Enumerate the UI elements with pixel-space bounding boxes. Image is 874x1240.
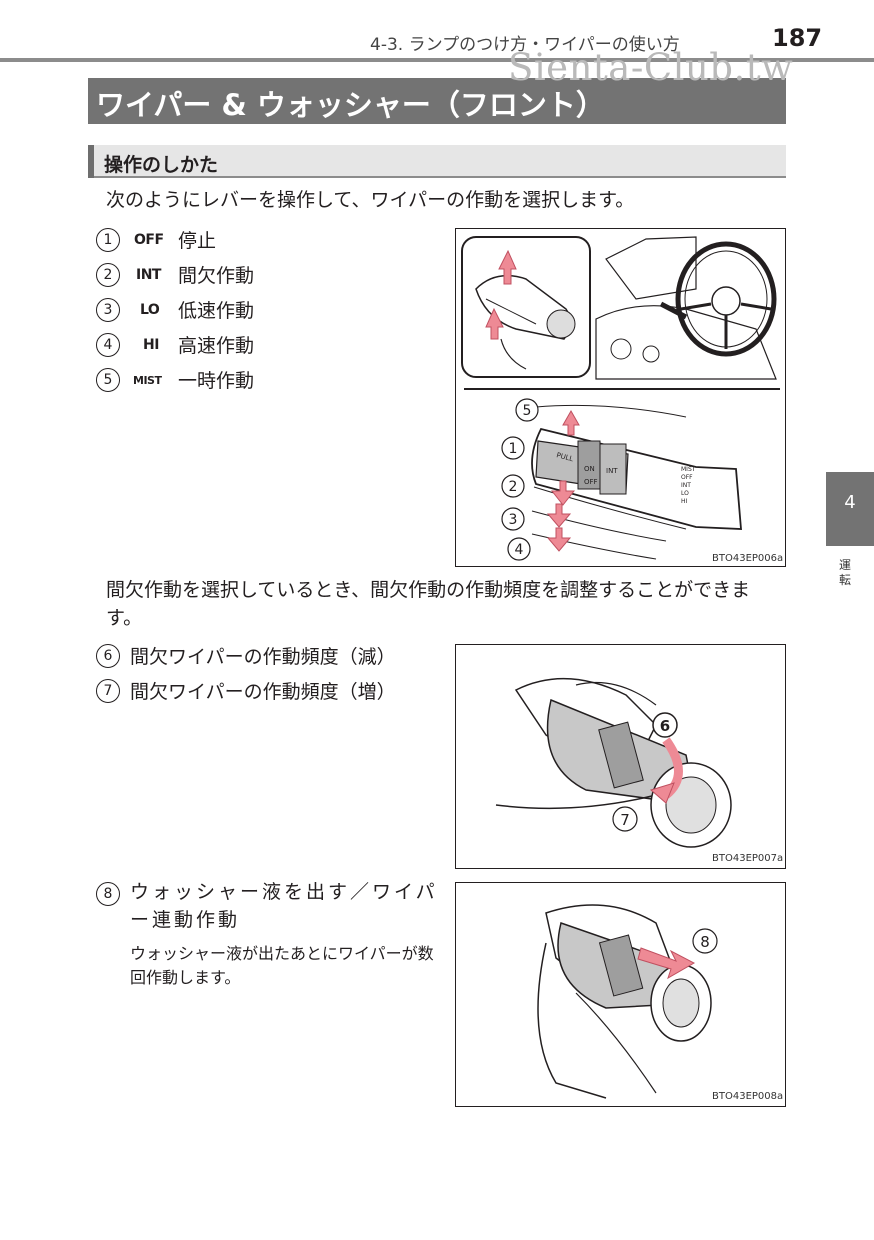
number-circle: 7 [96, 679, 120, 703]
callout-number: 3 [509, 512, 518, 528]
figure-washer-lever: 8 BTO43EP008a [455, 882, 786, 1107]
washer-note: ウォッシャー液が出たあとにワイパーが数回作動します。 [130, 944, 434, 987]
figure-frequency-dial: 6 7 BTO43EP007a [455, 644, 786, 869]
frequency-label: 間欠ワイパーの作動頻度（減） [130, 646, 396, 668]
subheading-accent [88, 145, 94, 178]
number-circle: 1 [96, 228, 120, 252]
subheading: 操作のしかた [104, 154, 219, 176]
washer-label: ウォッシャー液を出す／ワイパー連動作動 [130, 881, 438, 931]
lever-label: HI [681, 498, 688, 505]
lever-label: OFF [681, 474, 693, 481]
intermittent-text: 間欠作動を選択しているとき、間欠作動の作動頻度を調整することができます。 [106, 579, 751, 629]
frequency-dial-illustration: 6 7 [495, 677, 732, 848]
mode-code: MIST [133, 374, 162, 387]
intro-text: 次のようにレバーを操作して、ワイパーの作動を選択します。 [106, 189, 635, 211]
number-circle: 5 [96, 368, 120, 392]
figure-code: BTO43EP006a [712, 553, 784, 564]
subheading-bar [88, 145, 786, 178]
chapter-number: 4 [844, 492, 856, 513]
mode-code: LO [140, 302, 160, 318]
mode-label: 低速作動 [178, 300, 255, 322]
figure-code: BTO43EP008a [712, 1091, 784, 1102]
section-title: ワイパー & ウォッシャー（フロント） [96, 88, 605, 122]
callout-number: 2 [509, 479, 518, 495]
wiper-lever-illustration: PULL ON OFF INT MIST OFF INT LO HI 5 1 2 [461, 236, 780, 561]
lever-label: INT [606, 467, 618, 475]
mode-label: 停止 [178, 230, 217, 252]
chapter-label: 運転 [838, 558, 851, 587]
header-rule [0, 58, 874, 62]
callout-number: 4 [515, 542, 524, 558]
callout-number: 8 [700, 933, 710, 951]
number-circle: 6 [96, 644, 120, 668]
lever-label: ON [584, 465, 595, 473]
running-head: 4-3. ランプのつけ方・ワイパーの使い方 [370, 35, 680, 55]
callout-number: 1 [509, 441, 518, 457]
mode-label: 高速作動 [178, 335, 255, 357]
chapter-tab [826, 472, 874, 546]
mode-code: OFF [134, 232, 164, 248]
lever-label: INT [681, 482, 691, 489]
number-circle: 8 [96, 882, 120, 906]
number-circle: 4 [96, 333, 120, 357]
washer-lever-illustration: 8 [537, 904, 718, 1099]
mode-code: INT [136, 267, 161, 283]
lever-label: OFF [584, 478, 598, 486]
mode-label: 一時作動 [178, 370, 255, 392]
title-bar [88, 78, 786, 124]
mode-code: HI [143, 337, 159, 353]
callout-number: 5 [523, 403, 532, 419]
number-circle: 3 [96, 298, 120, 322]
watermark: Sienta-Club.tw [508, 46, 794, 89]
lever-label: LO [681, 490, 689, 497]
number-circle: 2 [96, 263, 120, 287]
figure-code: BTO43EP007a [712, 853, 784, 864]
figure-wiper-lever: PULL ON OFF INT MIST OFF INT LO HI 5 1 2 [455, 228, 786, 567]
frequency-label: 間欠ワイパーの作動頻度（増） [130, 681, 396, 703]
callout-number: 7 [620, 811, 630, 829]
callout-number: 6 [660, 717, 670, 735]
mode-label: 間欠作動 [178, 265, 255, 287]
page-number: 187 [772, 24, 823, 52]
lever-label: MIST [681, 466, 696, 473]
